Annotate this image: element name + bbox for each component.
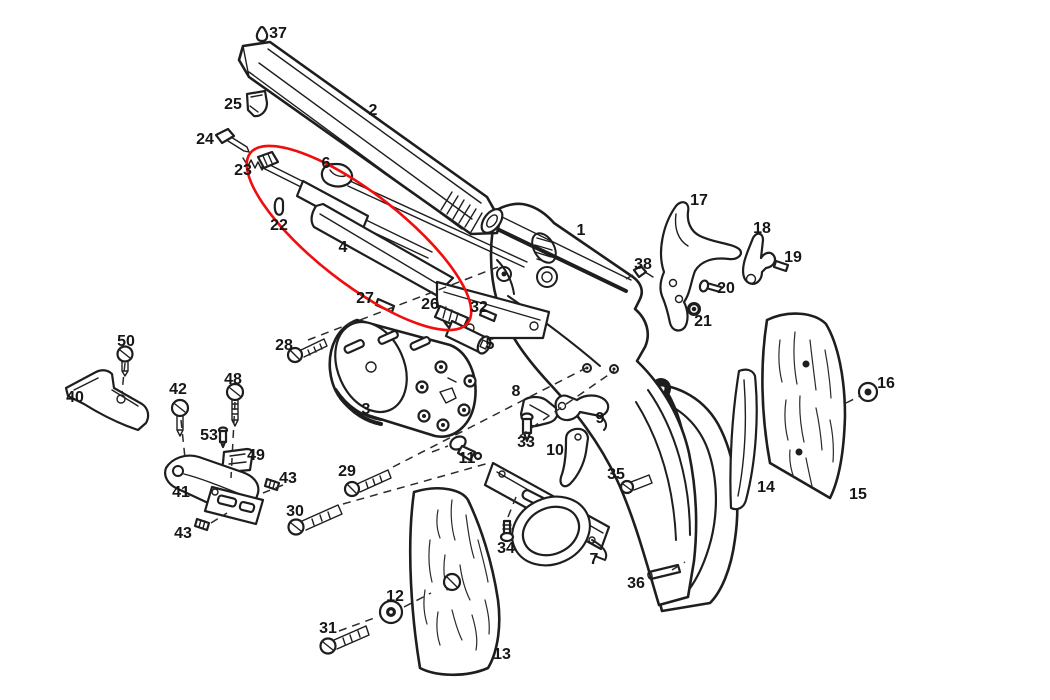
part-label-16: 16 bbox=[877, 375, 895, 392]
part-label-30: 30 bbox=[286, 503, 304, 520]
part-36-pin bbox=[647, 563, 682, 581]
assembly-dashed-lines bbox=[121, 266, 686, 632]
part-label-21: 21 bbox=[694, 313, 712, 330]
part-label-5: 5 bbox=[486, 336, 495, 353]
part-label-22: 22 bbox=[270, 217, 288, 234]
part-label-42: 42 bbox=[169, 381, 187, 398]
part-25-wedge bbox=[245, 89, 269, 118]
part-label-19: 19 bbox=[784, 249, 802, 266]
part-42-screw bbox=[170, 398, 190, 437]
part-label-15: 15 bbox=[849, 486, 867, 503]
part-label-23: 23 bbox=[234, 162, 252, 179]
part-label-14: 14 bbox=[757, 479, 775, 496]
part-label-31: 31 bbox=[319, 620, 337, 637]
part-label-10: 10 bbox=[546, 442, 564, 459]
part-label-18: 18 bbox=[753, 220, 771, 237]
part-label-43: 43 bbox=[174, 525, 192, 542]
part-13-left-grip bbox=[408, 487, 501, 677]
part-3-cylinder bbox=[328, 318, 477, 438]
part-31-screw bbox=[319, 625, 370, 655]
part-label-49: 49 bbox=[247, 447, 265, 464]
part-label-34: 34 bbox=[497, 540, 515, 557]
part-41-arm bbox=[164, 454, 265, 526]
part-label-4: 4 bbox=[339, 239, 348, 256]
part-20-screw bbox=[698, 279, 722, 293]
part-12-washer bbox=[378, 599, 404, 625]
part-label-48: 48 bbox=[224, 371, 242, 388]
part-label-38: 38 bbox=[634, 256, 652, 273]
part-37-sight-screw bbox=[255, 25, 269, 43]
part-label-7: 7 bbox=[590, 551, 599, 568]
part-label-53: 53 bbox=[200, 427, 218, 444]
part-label-6: 6 bbox=[322, 155, 331, 172]
part-33-screw bbox=[520, 412, 534, 443]
part-30-screw bbox=[287, 504, 343, 536]
part-11-nipple bbox=[449, 435, 483, 462]
part-label-13: 13 bbox=[493, 646, 511, 663]
part-label-33: 33 bbox=[517, 434, 535, 451]
part-43-bushing-b bbox=[193, 517, 211, 532]
part-10-trigger bbox=[559, 427, 590, 488]
part-label-32: 32 bbox=[470, 299, 488, 316]
part-35-screw bbox=[619, 474, 653, 495]
part-19-pin bbox=[772, 259, 790, 273]
part-label-35: 35 bbox=[607, 466, 625, 483]
part-53-pin bbox=[217, 426, 229, 449]
part-15-right-grip bbox=[761, 312, 847, 500]
part-40-bracket bbox=[64, 369, 150, 432]
part-14-spring-plate bbox=[729, 368, 758, 511]
part-label-28: 28 bbox=[275, 337, 293, 354]
part-label-29: 29 bbox=[338, 463, 356, 480]
part-label-9: 9 bbox=[596, 410, 605, 427]
part-label-1: 1 bbox=[577, 222, 586, 239]
part-29-screw bbox=[343, 469, 392, 498]
part-label-26: 26 bbox=[421, 296, 439, 313]
part-label-43: 43 bbox=[279, 470, 297, 487]
part-4-loading-lever bbox=[310, 202, 551, 340]
part-34-screw bbox=[499, 519, 515, 543]
part-50-screw bbox=[116, 345, 134, 377]
part-label-12: 12 bbox=[386, 588, 404, 605]
part-7-trigger-guard bbox=[483, 461, 611, 567]
part-label-20: 20 bbox=[717, 280, 735, 297]
part-label-50: 50 bbox=[117, 333, 135, 350]
part-16-escutcheon bbox=[845, 381, 879, 404]
part-label-40: 40 bbox=[66, 389, 84, 406]
part-43-bushing-a bbox=[263, 477, 281, 492]
part-28-screw bbox=[286, 338, 328, 364]
part-label-24: 24 bbox=[196, 131, 214, 148]
part-18-hand bbox=[741, 232, 777, 285]
part-21-nut bbox=[687, 302, 701, 316]
part-label-41: 41 bbox=[172, 484, 190, 501]
part-label-17: 17 bbox=[690, 192, 708, 209]
part-label-3: 3 bbox=[362, 401, 371, 418]
part-label-25: 25 bbox=[224, 96, 242, 113]
part-32-pin bbox=[478, 307, 498, 323]
part-label-37: 37 bbox=[269, 25, 287, 42]
part-24-screw bbox=[214, 127, 250, 153]
part-label-8: 8 bbox=[512, 383, 521, 400]
part-38-screw bbox=[625, 264, 654, 280]
part-label-36: 36 bbox=[627, 575, 645, 592]
part-17-hammer bbox=[659, 201, 743, 332]
part-label-11: 11 bbox=[459, 450, 476, 467]
part-label-2: 2 bbox=[369, 102, 378, 119]
part-label-27: 27 bbox=[356, 290, 374, 307]
highlight-ellipse bbox=[245, 144, 473, 332]
part-2-barrel bbox=[237, 40, 504, 236]
